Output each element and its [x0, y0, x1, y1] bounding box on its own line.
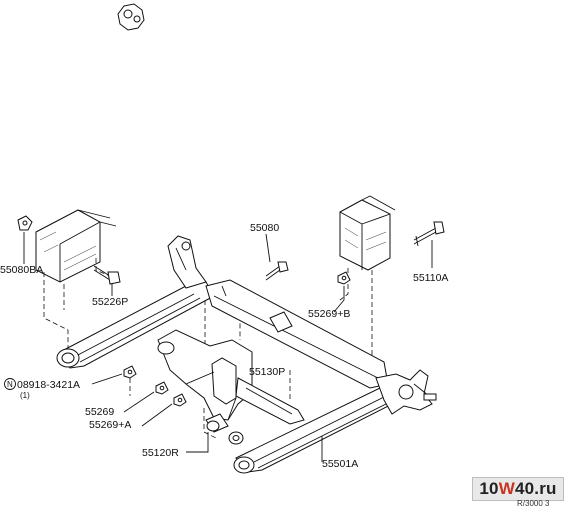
nut-55269	[155, 381, 169, 395]
label-55501a: 55501A	[322, 458, 358, 470]
center-member	[157, 329, 305, 425]
left-body-bracket	[35, 209, 117, 283]
label-55110a: 55110A	[413, 272, 448, 284]
right-knuckle	[375, 369, 437, 415]
watermark-part1: 10	[479, 479, 499, 498]
watermark-logo: 10W40.ru	[472, 477, 564, 501]
left-trailing-arm	[56, 235, 215, 369]
n-prefix: N	[7, 380, 13, 389]
nut-08918	[123, 365, 137, 379]
label-55269a: 55269+A	[89, 419, 131, 431]
label-55080ba: 55080BA	[0, 264, 43, 276]
watermark-part2: W	[498, 479, 515, 498]
nut-55269a	[173, 393, 187, 407]
nut-55080ba	[17, 215, 33, 231]
bolt-55226p	[93, 265, 121, 285]
label-55269: 55269	[85, 406, 114, 418]
label-55226p: 55226P	[92, 296, 128, 308]
lower-link-arm	[233, 385, 405, 474]
label-08918-group: N 08918-3421A (1)	[4, 378, 80, 400]
label-55080: 55080	[250, 222, 279, 234]
watermark-part4: .ru	[534, 479, 557, 498]
bolt-55110a	[413, 221, 445, 247]
label-08918-qty: (1)	[20, 391, 30, 400]
right-body-bracket	[339, 195, 396, 271]
label-08918-3421a: 08918-3421A	[17, 379, 80, 391]
bushing-55120r	[205, 413, 244, 445]
watermark-part3: 40	[514, 479, 535, 498]
bushing-icon	[117, 3, 145, 31]
label-55130p: 55130P	[249, 366, 285, 378]
label-55120r: 55120R	[142, 447, 179, 459]
leader-lines	[23, 232, 433, 462]
bolt-55080	[265, 261, 289, 281]
nut-55269b	[337, 271, 351, 285]
drawing-code: R/3000 3	[517, 499, 550, 508]
label-55269b: 55269+B	[308, 308, 350, 320]
